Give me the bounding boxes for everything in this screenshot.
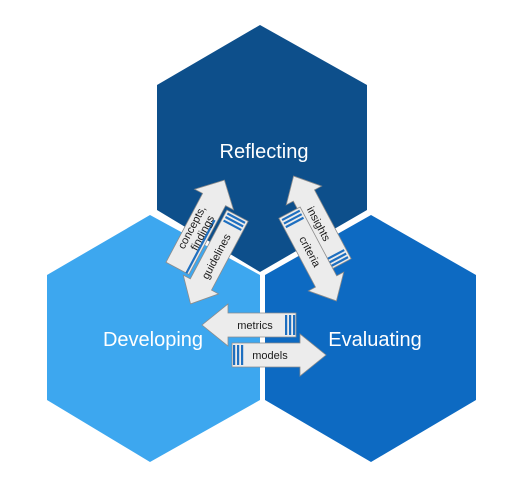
metrics-label: metrics [237,320,273,332]
models-label: models [252,350,288,362]
reflecting-label: Reflecting [220,141,309,163]
criteria-arrow: criteria [278,206,345,302]
models-arrow: models [231,333,327,377]
developing-label: Developing [103,329,203,351]
metrics-arrow: metrics [201,303,297,347]
evaluating-label: Evaluating [328,329,421,351]
insights-arrow: insights [285,175,352,271]
